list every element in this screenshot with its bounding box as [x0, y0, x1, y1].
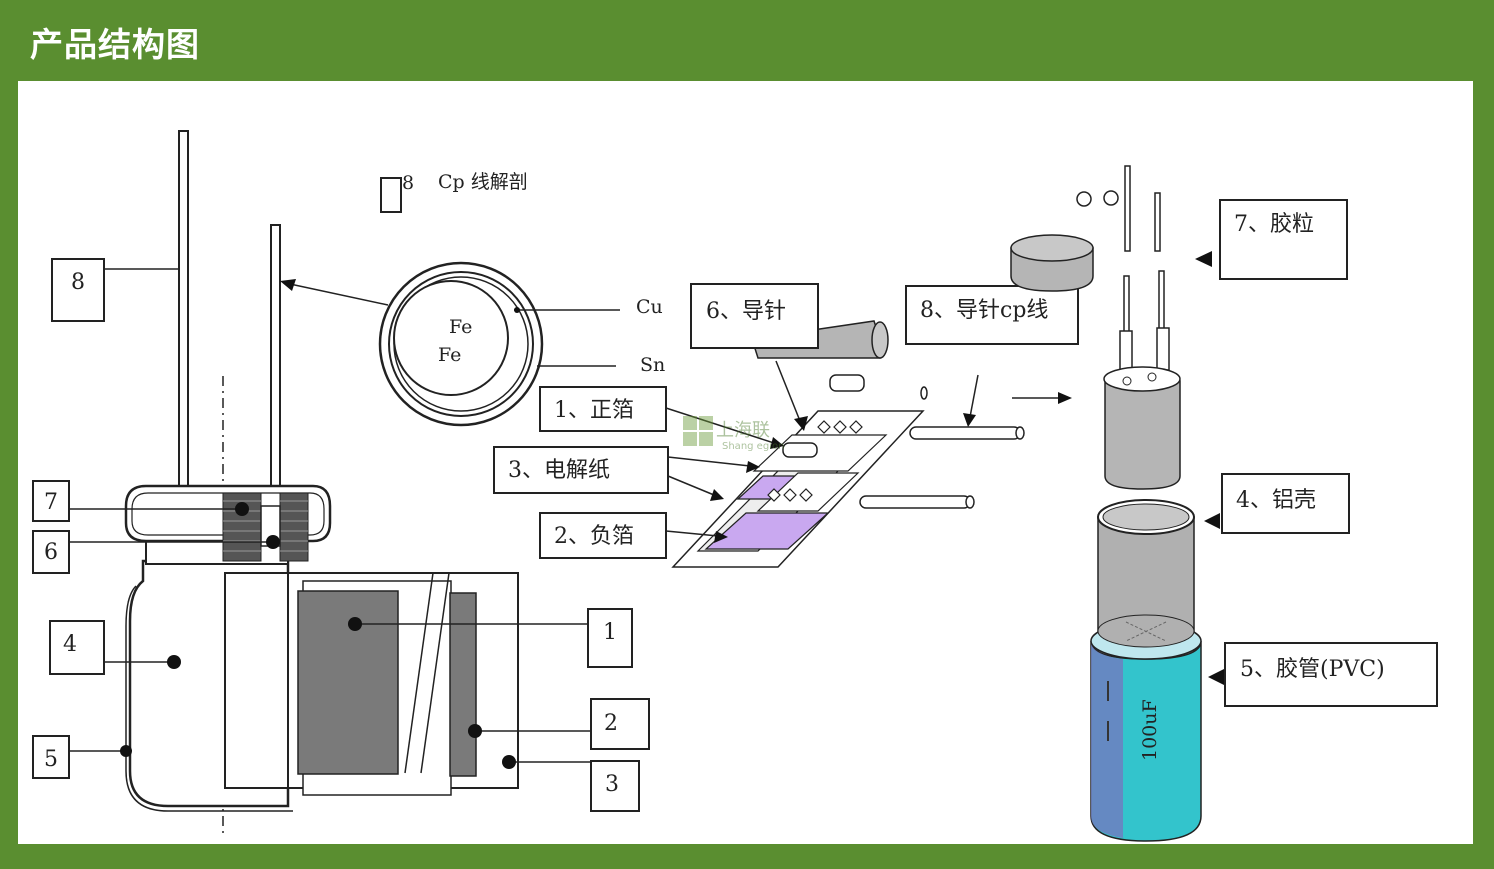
plug-body: [1104, 380, 1181, 490]
structure-diagram: 8 7 6 4 5 1 2 3 8 Cp 线解剖: [32, 130, 1438, 842]
legend-number: 8: [402, 172, 414, 194]
diagram-panel: 8 7 6 4 5 1 2 3 8 Cp 线解剖: [18, 81, 1473, 844]
callout-label-5: 5: [44, 747, 58, 772]
watermark-line2: Shang egion: [722, 441, 784, 452]
lead-wire-left: [178, 130, 189, 502]
positive-foil-element: [297, 590, 399, 775]
label-box-neg-foil: [539, 512, 667, 559]
label-box-case: [1221, 473, 1350, 534]
legend-swatch: [380, 177, 402, 213]
outer-label-cu: Cu: [636, 296, 663, 318]
label-box-pos-foil: [539, 386, 667, 432]
label-pos-foil: 1、正箔: [554, 398, 634, 423]
lead-wire-right: [270, 224, 281, 502]
callout-box-8: [51, 258, 105, 322]
foil-assembly: 6、导针 1、正箔 3、电解纸 2、负箔 8、导针cp线 上海联 Shang: [493, 283, 1079, 568]
label-box-rubber: [1219, 199, 1348, 280]
callout-box-3: [590, 760, 640, 812]
label-sleeve: 5、胶管(PVC): [1240, 657, 1385, 682]
capacitor-cutaway: 8 7 6 4 5 1 2 3: [32, 130, 650, 836]
negative-foil-purple: [704, 512, 830, 550]
case-assembly: 100uF 7、胶粒 4、铝壳 5、胶管(PVC): [1010, 165, 1438, 842]
callout-box-5: [32, 735, 70, 779]
callout-label-8: 8: [71, 270, 85, 295]
label-box-paper: [493, 446, 669, 494]
legend-text: Cp 线解剖: [438, 171, 528, 193]
cp-wire-section: 8 Cp 线解剖 Fe Fe Cu Sn: [280, 171, 665, 427]
callout-label-7: 7: [44, 490, 58, 515]
label-case: 4、铝壳: [1236, 488, 1316, 513]
page-title: 产品结构图: [30, 25, 200, 64]
negative-foil-element: [449, 592, 477, 777]
inner-label-fe2: Fe: [438, 344, 461, 366]
watermark: 上海联 Shang egion: [683, 416, 784, 452]
outer-label-sn: Sn: [640, 354, 665, 376]
callout-label-4: 4: [63, 632, 77, 657]
winding-core: [224, 572, 299, 789]
callout-label-1: 1: [603, 620, 617, 645]
callout-label-2: 2: [604, 711, 618, 736]
label-box-cp-wire: [905, 285, 1079, 345]
callout-box-4: [49, 620, 105, 675]
capacitor-marking: 100uF: [1139, 699, 1161, 761]
watermark-line1: 上海联: [716, 420, 770, 441]
label-box-guide-pin: [690, 283, 819, 349]
callout-box-1: [587, 608, 633, 668]
inner-label-fe1: Fe: [449, 316, 472, 338]
label-guide-pin: 6、导针: [706, 299, 786, 324]
callout-label-3: 3: [605, 772, 619, 797]
callout-box-2: [590, 698, 650, 750]
label-neg-foil: 2、负箔: [554, 524, 634, 549]
callout-box-6: [32, 530, 70, 574]
label-paper: 3、电解纸: [508, 458, 610, 483]
label-cp-wire: 8、导针cp线: [920, 298, 1048, 323]
callout-box-7: [32, 480, 70, 522]
wire-inner-circle: [393, 280, 509, 396]
label-box-sleeve: [1224, 642, 1438, 707]
label-rubber: 7、胶粒: [1234, 212, 1314, 237]
callout-label-6: 6: [44, 540, 58, 565]
